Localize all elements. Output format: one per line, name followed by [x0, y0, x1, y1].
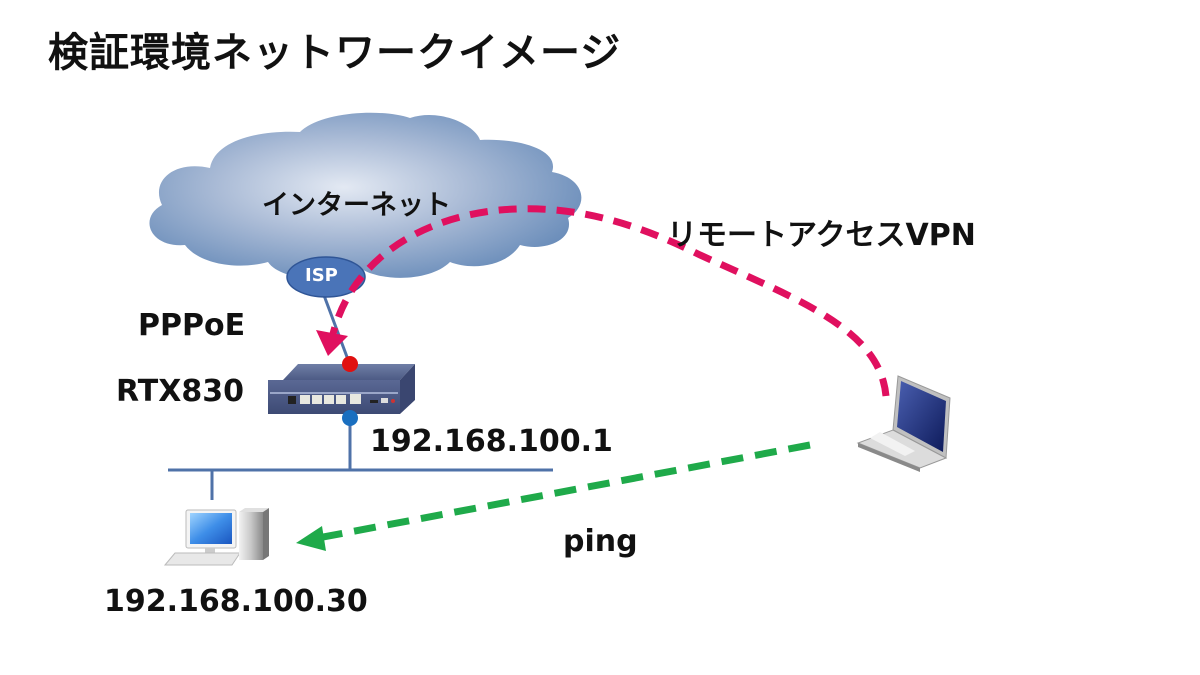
laptop-icon[interactable]	[856, 375, 951, 472]
desktop-pc-icon[interactable]	[163, 508, 269, 566]
router-icon[interactable]	[268, 364, 415, 414]
lan-port-dot	[342, 410, 358, 426]
internet-label: インターネット	[262, 190, 451, 221]
wan-port-dot	[342, 356, 358, 372]
vpn-arrowhead-icon	[316, 330, 348, 356]
vpn-path	[328, 205, 890, 397]
router-model-label: RTX830	[116, 374, 244, 409]
ping-path	[317, 441, 811, 542]
wan-link	[320, 289, 352, 366]
internet-cloud	[149, 112, 582, 279]
ping-arrowhead-icon	[296, 526, 326, 551]
router-lan-ip-label: 192.168.100.1	[370, 424, 613, 459]
vpn-label: リモートアクセスVPN	[667, 218, 976, 253]
diagram-title: 検証環境ネットワークイメージ	[48, 30, 622, 76]
ping-label: ping	[563, 524, 638, 559]
host-ip-label: 192.168.100.30	[104, 584, 368, 619]
isp-label: ISP	[305, 265, 338, 286]
isp-node	[286, 256, 366, 298]
wan-protocol-label: PPPoE	[138, 308, 246, 343]
cloud-shape	[149, 112, 582, 279]
